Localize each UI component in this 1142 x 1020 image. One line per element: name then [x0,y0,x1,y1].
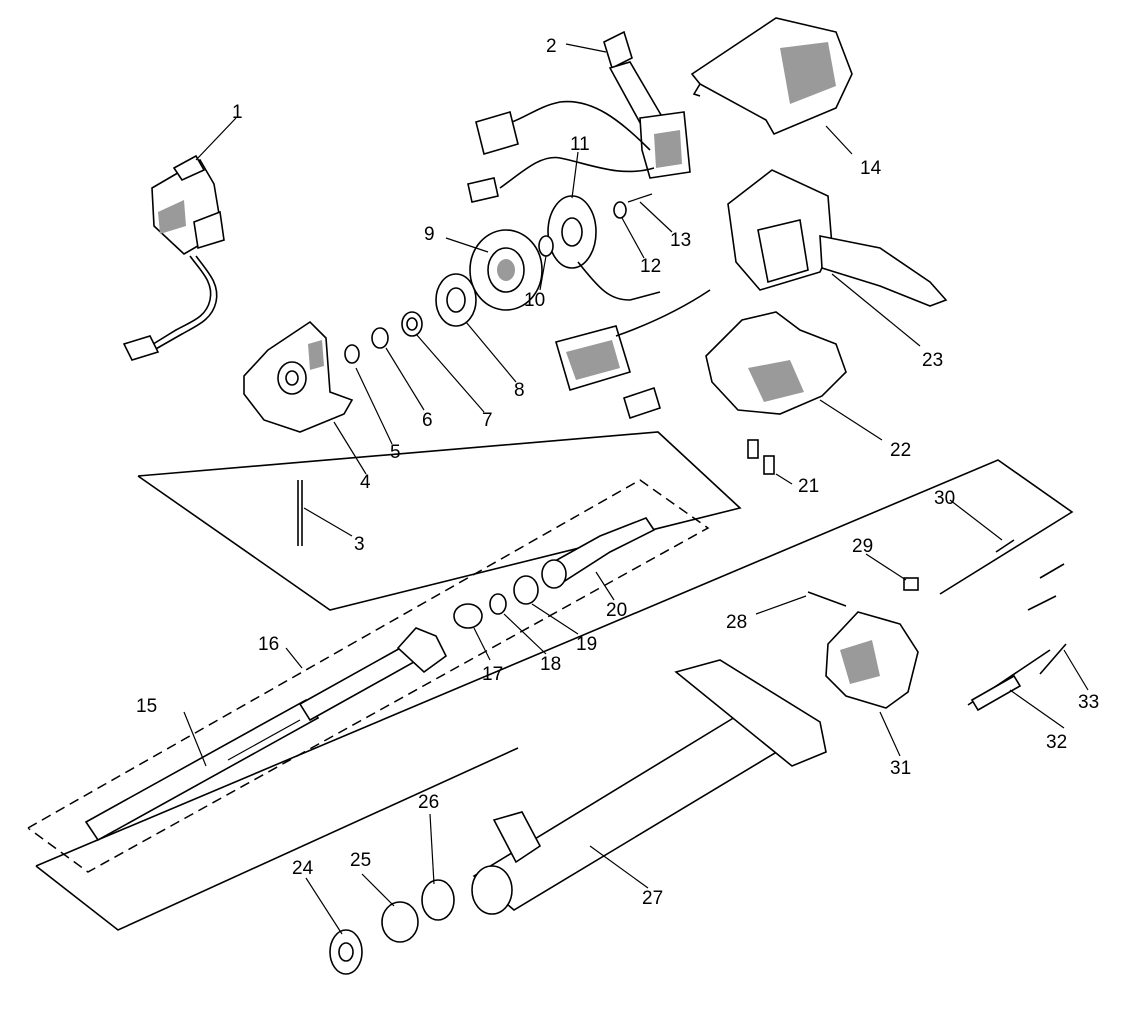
leader-lines [183,43,1089,935]
callout-16: 16 [258,634,279,655]
callout-22: 22 [890,440,911,461]
callout-7: 7 [482,410,493,431]
callout-8: 8 [514,380,525,401]
part-13-screw [627,193,653,203]
part-30-bolts [995,539,1065,611]
part-22-lower-shroud [705,311,847,415]
part-2-wiper-switch [467,30,691,203]
callout-3: 3 [354,534,365,555]
callout-20: 20 [606,600,627,621]
part-23-turn-signal-switch [727,169,948,307]
callout-18: 18 [540,654,561,675]
callout-15: 15 [136,696,157,717]
callout-23: 23 [922,350,943,371]
callout-25: 25 [350,850,371,871]
part-7-spring [401,311,423,337]
callout-11: 11 [570,134,590,155]
callout-labels: 1 2 3 4 5 6 7 8 9 10 11 12 13 14 15 16 1… [136,36,1099,909]
part-14-upper-shroud [690,17,853,136]
part-16-intermediate-shaft [227,719,301,761]
callout-24: 24 [292,858,314,879]
part-31-support-bracket [825,611,919,709]
callout-28: 28 [726,612,747,633]
callout-30: 30 [934,488,955,509]
callout-12: 12 [640,256,661,277]
upper-assembly-outline [137,431,742,611]
part-17-bearing-race [453,603,483,629]
part-8-bearing-housing [435,273,477,327]
callout-10: 10 [524,290,545,311]
part-19-gear [513,575,539,605]
part-1-ignition-switch [122,154,225,361]
harness-connector [555,289,711,420]
callout-33: 33 [1078,692,1099,713]
part-20-upper-shaft [541,517,656,589]
callout-26: 26 [418,792,439,813]
part-12-spring [613,201,627,219]
part-15-steering-shaft [84,627,448,842]
part-32-spring [970,674,1022,712]
callout-31: 31 [890,758,911,779]
callout-2: 2 [546,36,557,57]
callout-29: 29 [852,536,873,557]
callout-1: 1 [232,102,243,123]
part-4-lock-housing [243,320,354,433]
part-3-pivot-pin [297,480,303,546]
part-33-bolt [1039,643,1067,675]
part-11-turn-signal-coil [547,195,661,301]
part-9-cancelling-cam [469,229,543,311]
callout-9: 9 [424,224,435,245]
part-21-screws [747,439,775,475]
part-24-bearing [329,929,363,975]
part-18-spring [489,593,507,615]
callout-32: 32 [1046,732,1067,753]
part-27-steering-column-jacket [471,659,827,915]
part-5-ring [344,344,360,364]
callout-14: 14 [860,158,882,179]
callout-21: 21 [798,476,819,497]
shaft-assembly-outline [27,479,710,873]
part-26-bushing [421,879,455,921]
callout-27: 27 [642,888,663,909]
callout-17: 17 [482,664,503,685]
part-29-nut [903,577,919,591]
callout-4: 4 [360,472,371,493]
part-10-washer [538,235,554,257]
callout-19: 19 [576,634,597,655]
callout-6: 6 [422,410,433,431]
part-25-adapter [381,901,419,943]
callout-5: 5 [390,442,401,463]
part-28-bolt [807,591,847,607]
callout-13: 13 [670,230,691,251]
part-6-washer [371,327,389,349]
